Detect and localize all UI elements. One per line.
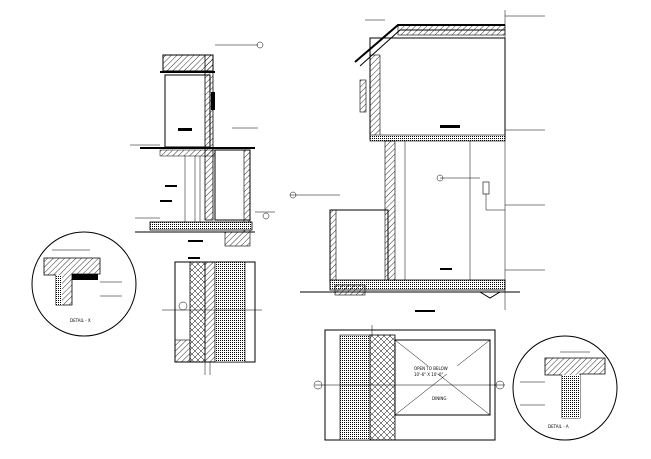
left-plan-detail bbox=[162, 257, 262, 375]
detail-a-title: DETAIL - A bbox=[548, 424, 569, 429]
plan-label-line3: DINING bbox=[432, 396, 447, 401]
plan-label-line1: OPEN TO BELOW bbox=[414, 366, 448, 371]
plan-label-line2: 10'-6" X 10'-0" bbox=[414, 372, 443, 377]
right-plan-detail: OPEN TO BELOW 10'-6" X 10'-0" DINING bbox=[313, 325, 505, 441]
detail-x-circle: DETAIL - X bbox=[31, 231, 137, 337]
detail-x-title: DETAIL - X bbox=[70, 318, 91, 323]
right-wall-section bbox=[289, 10, 545, 312]
detail-a-circle: DETAIL - A bbox=[512, 335, 618, 441]
left-wall-section bbox=[130, 41, 275, 247]
